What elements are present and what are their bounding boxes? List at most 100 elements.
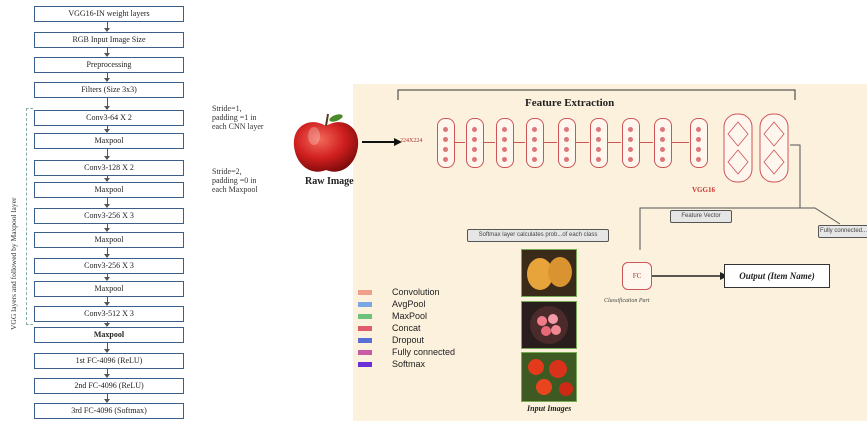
layer-connector <box>575 142 589 143</box>
layer-unit <box>532 157 537 162</box>
layer-connector <box>671 142 689 143</box>
input-image-2 <box>521 301 577 349</box>
input-image-1 <box>521 249 577 297</box>
vgg-layer-box: 3rd FC-4096 (Softmax) <box>34 403 184 419</box>
vgg-layer-box: 2nd FC-4096 (ReLU) <box>34 378 184 394</box>
network-layer-node <box>622 118 640 168</box>
layer-connector <box>454 142 465 143</box>
legend-swatch <box>358 326 372 331</box>
layer-unit <box>564 157 569 162</box>
feature-vector-callout: Feature Vector <box>670 210 732 223</box>
layer-unit <box>502 147 507 152</box>
legend-label: MaxPool <box>392 311 428 321</box>
fc-callout: Fully connected... <box>818 225 867 238</box>
layer-unit <box>502 127 507 132</box>
layer-unit <box>596 147 601 152</box>
vgg-layer-box: Maxpool <box>34 232 184 248</box>
input-image-3 <box>521 352 577 402</box>
layer-unit <box>502 137 507 142</box>
legend-label: Fully connected <box>392 347 456 357</box>
input-arrow <box>362 138 402 146</box>
vgg-layer-box: RGB Input Image Size <box>34 32 184 48</box>
layer-unit <box>443 157 448 162</box>
feature-extraction-bracket <box>397 89 796 100</box>
legend-label: Dropout <box>392 335 425 345</box>
vgg-flow-arrow <box>104 48 110 57</box>
network-layer-node <box>654 118 672 168</box>
layer-unit <box>628 157 633 162</box>
legend-label: Softmax <box>392 359 426 369</box>
network-layer-node <box>526 118 544 168</box>
vgg-layer-box: 1st FC-4096 (ReLU) <box>34 353 184 369</box>
layer-unit <box>660 137 665 142</box>
layer-unit <box>564 137 569 142</box>
vgg-flow-arrow <box>104 224 110 232</box>
feature-extraction-title: Feature Extraction <box>525 97 615 109</box>
legend-label: Concat <box>392 323 421 333</box>
layer-unit <box>596 127 601 132</box>
legend-swatch <box>358 290 372 295</box>
legend-swatch <box>358 350 372 355</box>
layer-unit <box>628 137 633 142</box>
layer-unit <box>472 157 477 162</box>
legend-swatch <box>358 302 372 307</box>
vgg-flow-arrow <box>104 176 110 182</box>
layer-unit <box>660 127 665 132</box>
vgg-layer-box: Conv3-256 X 3 <box>34 258 184 274</box>
vgg-flow-arrow <box>104 149 110 160</box>
inception-blocks <box>723 113 789 183</box>
vgg16-tag: VGG16 <box>692 186 715 194</box>
vgg-layer-box: Maxpool <box>34 281 184 297</box>
softmax-callout: Softmax layer calculates prob...of each … <box>467 229 609 242</box>
side-bracket <box>26 108 33 325</box>
vgg-flow-arrow <box>104 73 110 82</box>
layer-connector <box>513 142 525 143</box>
layer-unit <box>596 157 601 162</box>
legend-label: AvgPool <box>392 299 426 309</box>
layer-connector <box>543 142 557 143</box>
layer-unit <box>532 127 537 132</box>
vgg-layer-box: Filters (Size 3x3) <box>34 82 184 98</box>
layer-unit <box>532 147 537 152</box>
vgg-flow-arrow <box>104 98 110 110</box>
layer-unit <box>628 127 633 132</box>
layer-unit <box>564 127 569 132</box>
input-images-label: Input Images <box>527 404 572 413</box>
layer-unit <box>564 147 569 152</box>
vgg-flow-arrow <box>104 322 110 327</box>
legend-swatch <box>358 362 372 367</box>
vgg-flow-arrow <box>104 198 110 208</box>
layer-unit <box>660 147 665 152</box>
input-size-tag: 224X224 <box>400 138 423 144</box>
layer-unit <box>443 127 448 132</box>
layer-unit <box>502 157 507 162</box>
network-layer-node <box>437 118 455 168</box>
raw-image-label: Raw Image <box>305 176 354 187</box>
network-layer-node <box>466 118 484 168</box>
svg-text:VGG layers and followed by Max: VGG layers and followed by Maxpool layer <box>9 197 18 330</box>
layer-unit <box>532 137 537 142</box>
layer-unit <box>660 157 665 162</box>
layer-unit <box>443 147 448 152</box>
network-layer-node <box>496 118 514 168</box>
layer-connector <box>607 142 621 143</box>
vgg-layer-box: Preprocessing <box>34 57 184 73</box>
vgg-layer-box: Conv3-256 X 3 <box>34 208 184 224</box>
vgg-layer-box: Conv3-512 X 3 <box>34 306 184 322</box>
note-conv: Stride=1, padding =1 in each CNN layer <box>212 104 264 131</box>
network-layer-node <box>590 118 608 168</box>
layer-connector <box>639 142 653 143</box>
legend-label: Convolution <box>392 287 440 297</box>
network-layer-node <box>690 118 708 168</box>
layer-unit <box>696 157 701 162</box>
vgg-flow-arrow <box>104 297 110 306</box>
layer-unit <box>696 147 701 152</box>
vgg-layer-box: Conv3-64 X 2 <box>34 110 184 126</box>
vgg-layer-box: Maxpool <box>34 133 184 149</box>
layer-unit <box>472 137 477 142</box>
vgg-flow-arrow <box>104 394 110 403</box>
output-box: Output (Item Name) <box>724 264 830 288</box>
vgg-layer-box: VGG16-IN weight layers <box>34 6 184 22</box>
layer-unit <box>696 127 701 132</box>
layer-unit <box>628 147 633 152</box>
